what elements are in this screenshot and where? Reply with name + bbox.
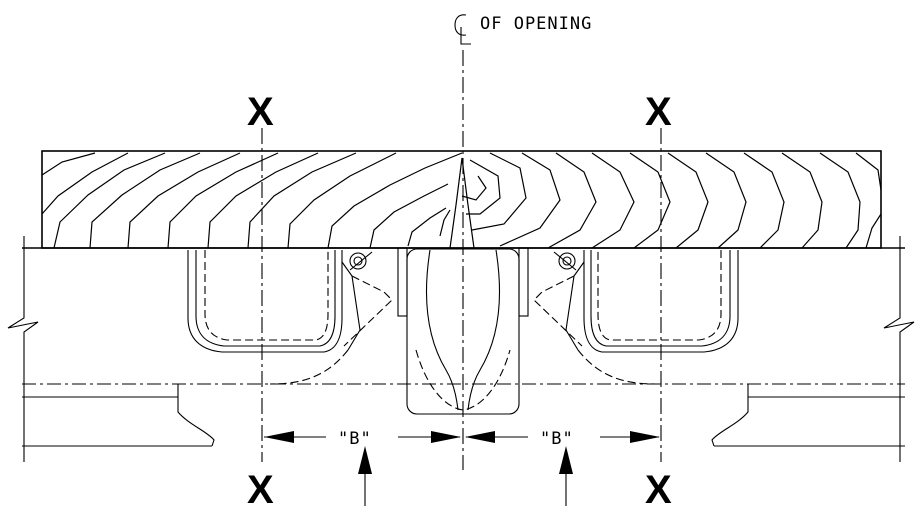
centerline-label: OF OPENING [480,14,592,34]
dimension-b-left: "B" [264,429,461,506]
break-lines [7,236,915,462]
section-mark-right-bottom: X [645,468,672,508]
section-cut-left: X X [247,90,274,508]
right-seal-profile [518,247,739,385]
wood-grain [41,152,882,249]
centerline: OF OPENING [454,14,592,470]
section-mark-left-bottom: X [247,468,274,508]
arrowhead-left-start [264,431,294,443]
section-mark-left-top: X [247,90,274,134]
dimension-label-right: "B" [540,429,574,449]
arrowhead-right-end [630,431,660,443]
left-seal-profile [187,247,408,385]
dimension-label-left: "B" [338,429,372,449]
leader-arrow-right [559,446,573,474]
centerline-symbol [454,14,471,45]
arrowhead-left-end [431,431,461,443]
dimension-b-right: "B" [465,429,660,506]
section-cut-right: X X [645,90,672,508]
arrowhead-right-start [465,431,495,443]
timber-block [41,150,882,249]
section-mark-right-top: X [645,90,672,134]
leader-arrow-left [358,446,372,474]
